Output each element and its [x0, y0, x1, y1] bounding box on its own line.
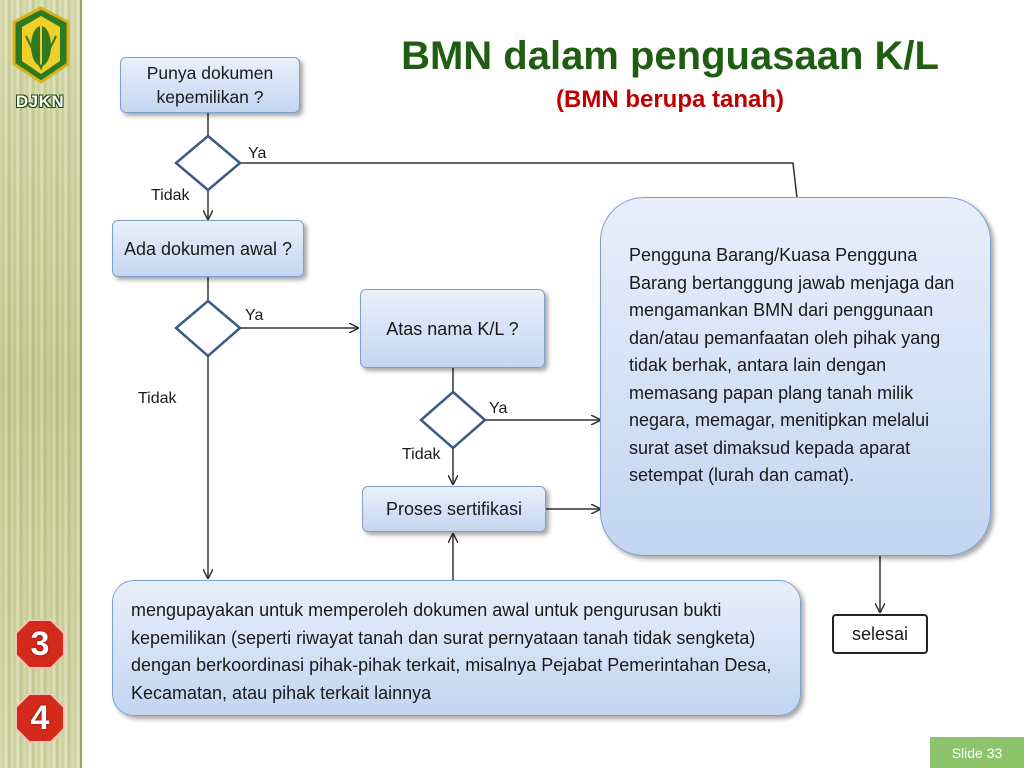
decision-diamond-1: [174, 134, 242, 192]
slide-number: Slide 33: [930, 737, 1024, 768]
branch-label-tidak-2: Tidak: [138, 390, 177, 407]
djkn-logo-icon: [12, 6, 70, 84]
decision-diamond-2: [174, 299, 242, 358]
decision-diamond-3: [419, 390, 487, 450]
branch-label-ya-3: Ya: [489, 400, 508, 417]
question-box-atas-nama[interactable]: Atas nama K/L ?: [360, 289, 545, 368]
badge-octagon-icon: [15, 693, 65, 743]
action-box-dokumen-awal[interactable]: mengupayakan untuk memperoleh dokumen aw…: [112, 580, 801, 716]
org-label: DJKN: [15, 92, 65, 111]
branch-label-tidak-1: Tidak: [151, 187, 190, 204]
branch-label-ya-1: Ya: [248, 145, 267, 162]
section-badge-4[interactable]: 4: [30, 699, 50, 737]
branch-label-ya-2: Ya: [245, 307, 264, 324]
question-box-dokumen-kepemilikan[interactable]: Punya dokumen kepemilikan ?: [120, 57, 300, 113]
responsibility-box[interactable]: Pengguna Barang/Kuasa Pengguna Barang be…: [600, 197, 991, 556]
section-badge-3[interactable]: 3: [30, 625, 50, 663]
branch-label-tidak-3: Tidak: [402, 446, 441, 463]
page-title: BMN dalam penguasaan K/L: [401, 34, 939, 78]
page-subtitle: (BMN berupa tanah): [556, 86, 784, 113]
question-box-dokumen-awal[interactable]: Ada dokumen awal ?: [112, 220, 304, 277]
badge-octagon-icon: [15, 619, 65, 669]
process-box-sertifikasi[interactable]: Proses sertifikasi: [362, 486, 546, 532]
end-terminal[interactable]: selesai: [832, 614, 928, 654]
